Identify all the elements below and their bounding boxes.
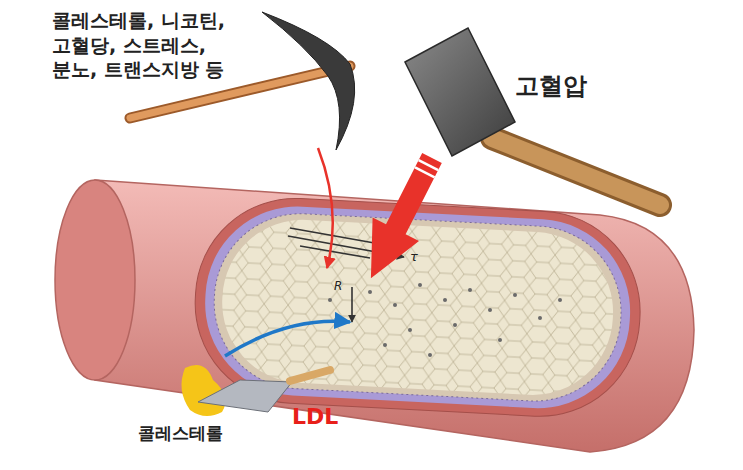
- trowel-handle: [290, 370, 330, 381]
- cholesterol-blob: [181, 365, 225, 416]
- radius-symbol: R: [334, 280, 342, 293]
- deposit-arrow: [225, 321, 350, 356]
- ldl-label: LDL: [292, 404, 338, 430]
- pressure-label: 고혈압: [515, 72, 587, 101]
- artery-wall-layers: [190, 193, 645, 421]
- pickaxe-head: [262, 12, 355, 150]
- cholesterol-label: 콜레스테롤: [138, 423, 223, 443]
- hammer-handle: [492, 138, 660, 205]
- surface-particles: [328, 283, 562, 357]
- damage-arrow: [318, 148, 333, 268]
- hammer-handle-highlight: [492, 138, 660, 205]
- arrow-stripe: [415, 167, 435, 177]
- arrow-stripe: [419, 160, 439, 170]
- risk-factor-label: 콜레스테롤, 니코틴, 고혈당, 스트레스, 분노, 트랜스지방 등: [52, 8, 237, 82]
- trowel-blade: [198, 380, 292, 412]
- shear-symbol: τ: [410, 250, 418, 264]
- artery-end: [55, 180, 135, 380]
- pressure-arrow: [371, 153, 442, 278]
- hammer-head: [405, 28, 515, 156]
